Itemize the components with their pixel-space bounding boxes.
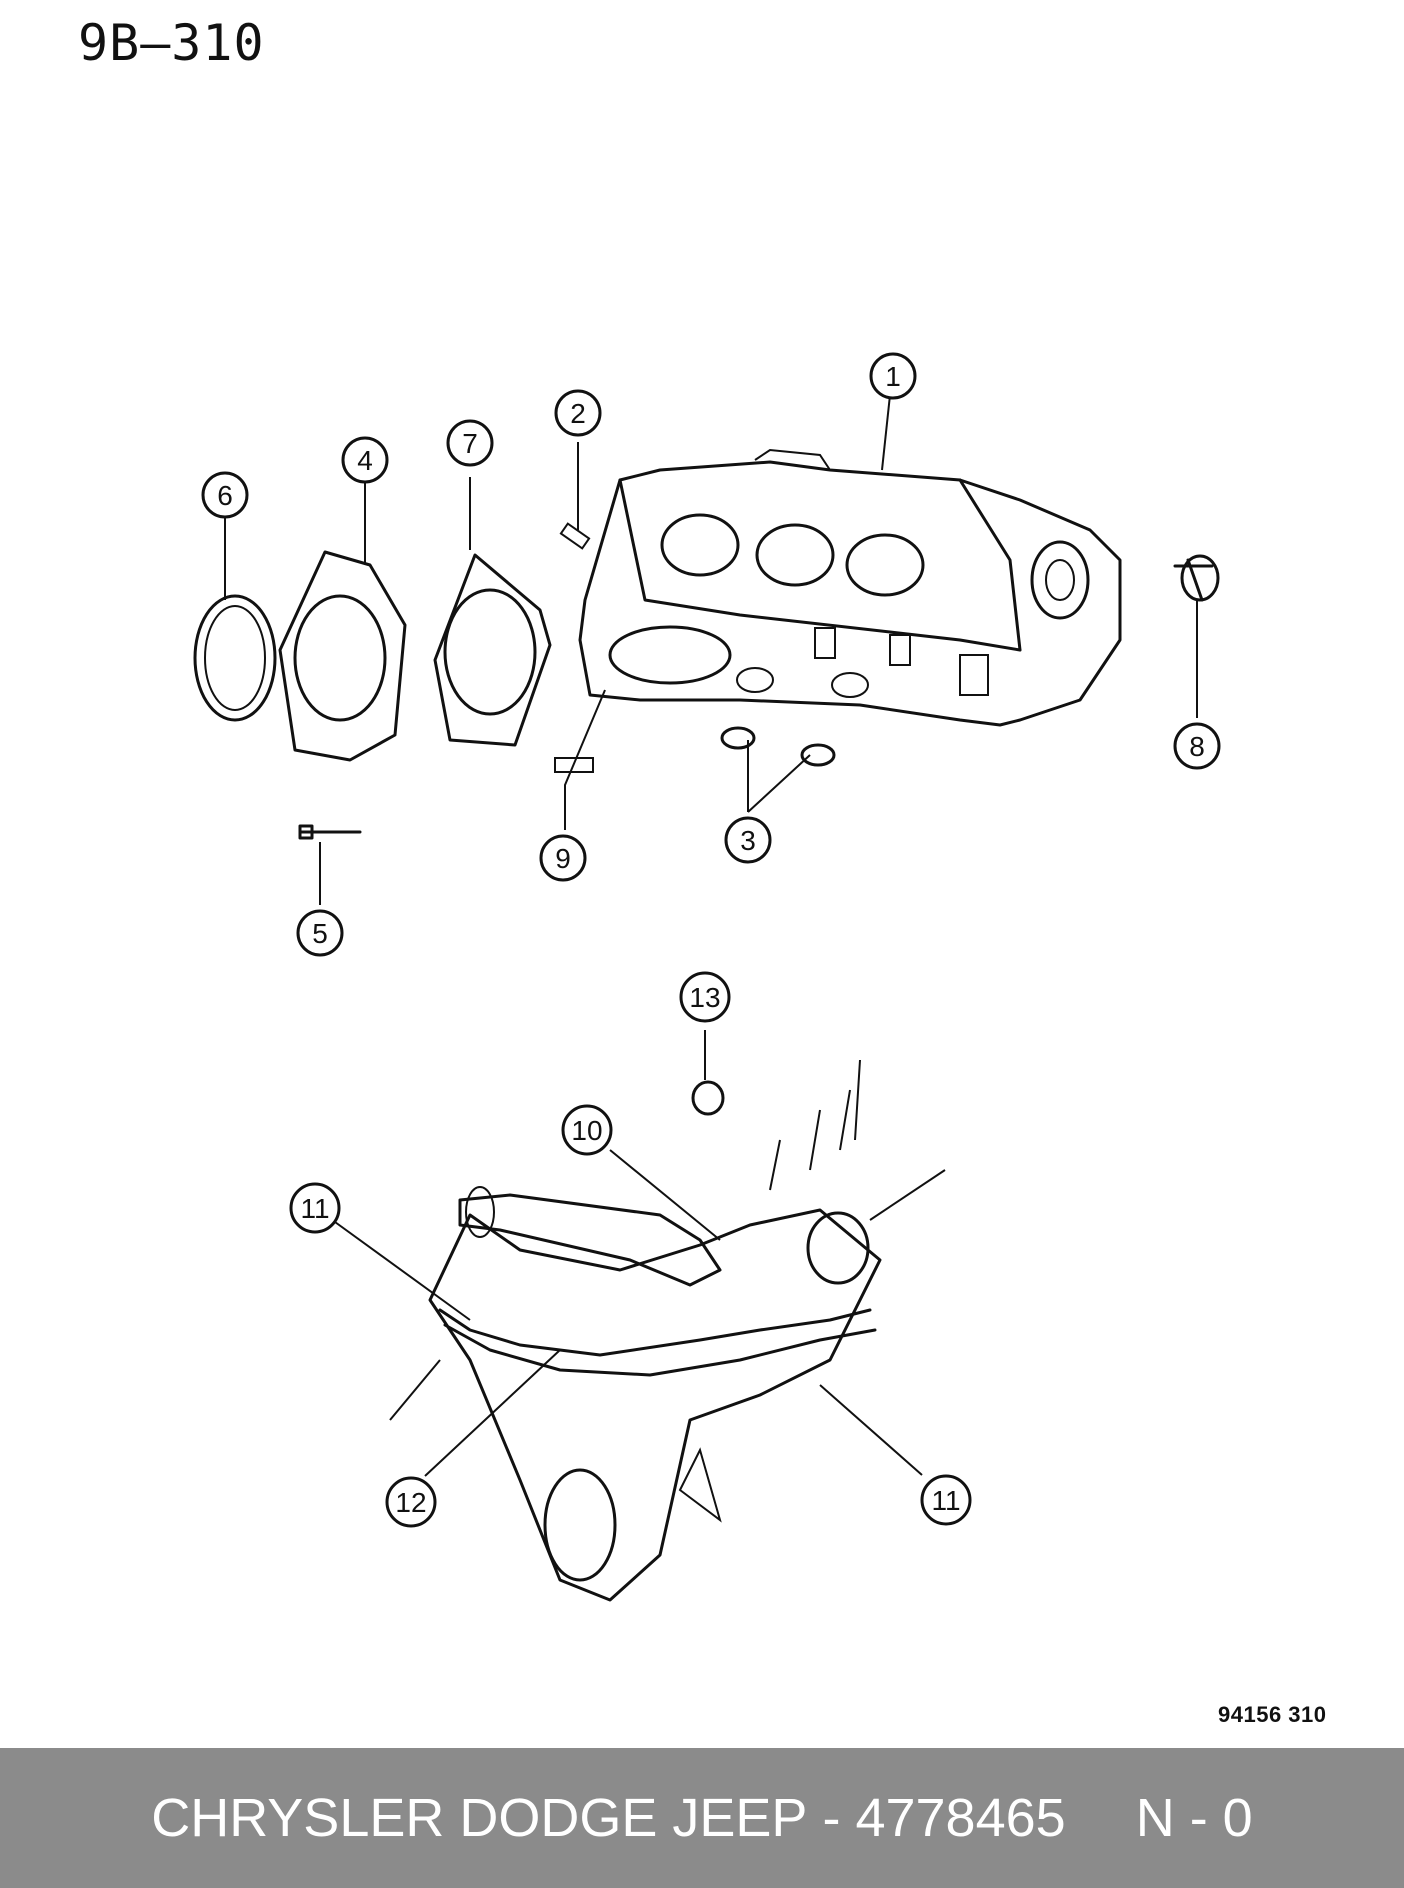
engine-block xyxy=(578,448,1122,727)
callout-11-right: 11 xyxy=(920,1474,972,1526)
page-code: 9B–310 xyxy=(78,14,265,72)
plate-gasket xyxy=(433,553,552,747)
footer-caption: CHRYSLER DODGE JEEP - 4778465 N - 0 xyxy=(0,1748,1404,1888)
footer-bar xyxy=(0,1748,1404,1888)
callout-3: 3 xyxy=(724,816,772,864)
dowel-pins xyxy=(298,522,594,840)
callout-11-left: 11 xyxy=(289,1182,341,1234)
svg-text:7: 7 xyxy=(462,428,478,459)
svg-text:1: 1 xyxy=(885,361,901,392)
svg-text:5: 5 xyxy=(312,918,328,949)
callout-9: 9 xyxy=(539,834,587,882)
svg-text:11: 11 xyxy=(300,1193,329,1224)
svg-text:2: 2 xyxy=(570,398,586,429)
o-ring xyxy=(691,1080,725,1116)
oil-seal-left xyxy=(193,594,277,722)
svg-text:3: 3 xyxy=(740,825,756,856)
svg-text:13: 13 xyxy=(689,982,720,1013)
core-plugs xyxy=(720,726,836,767)
callout-2: 2 xyxy=(554,389,602,437)
svg-text:12: 12 xyxy=(395,1487,426,1518)
footer-separator: - xyxy=(807,1788,856,1848)
drawing-id: 94156 310 xyxy=(1218,1702,1327,1727)
callout-6: 6 xyxy=(201,471,249,519)
callout-13: 13 xyxy=(679,971,731,1023)
callout-8: 8 xyxy=(1173,722,1221,770)
svg-text:4: 4 xyxy=(357,445,373,476)
adapter-plate xyxy=(278,550,407,762)
footer-part-number: 4778465 xyxy=(855,1788,1066,1848)
callout-5: 5 xyxy=(296,909,344,957)
footer-brand: CHRYSLER DODGE JEEP xyxy=(151,1788,808,1848)
svg-text:10: 10 xyxy=(571,1115,602,1146)
svg-text:8: 8 xyxy=(1189,731,1205,762)
callout-1: 1 xyxy=(869,352,917,400)
callout-4: 4 xyxy=(341,436,389,484)
rear-seal-right xyxy=(1173,554,1220,602)
exploded-parts-diagram: 1 2 3 4 5 6 7 8 9 10 11 12 13 11 xyxy=(193,352,1221,1602)
callout-12: 12 xyxy=(385,1476,437,1528)
svg-text:9: 9 xyxy=(555,843,571,874)
intake-assembly xyxy=(389,1059,946,1602)
callout-7: 7 xyxy=(446,419,494,467)
svg-text:11: 11 xyxy=(931,1485,960,1516)
svg-text:6: 6 xyxy=(217,480,233,511)
callout-10: 10 xyxy=(561,1104,613,1156)
footer-revision: N - 0 xyxy=(1135,1788,1253,1848)
